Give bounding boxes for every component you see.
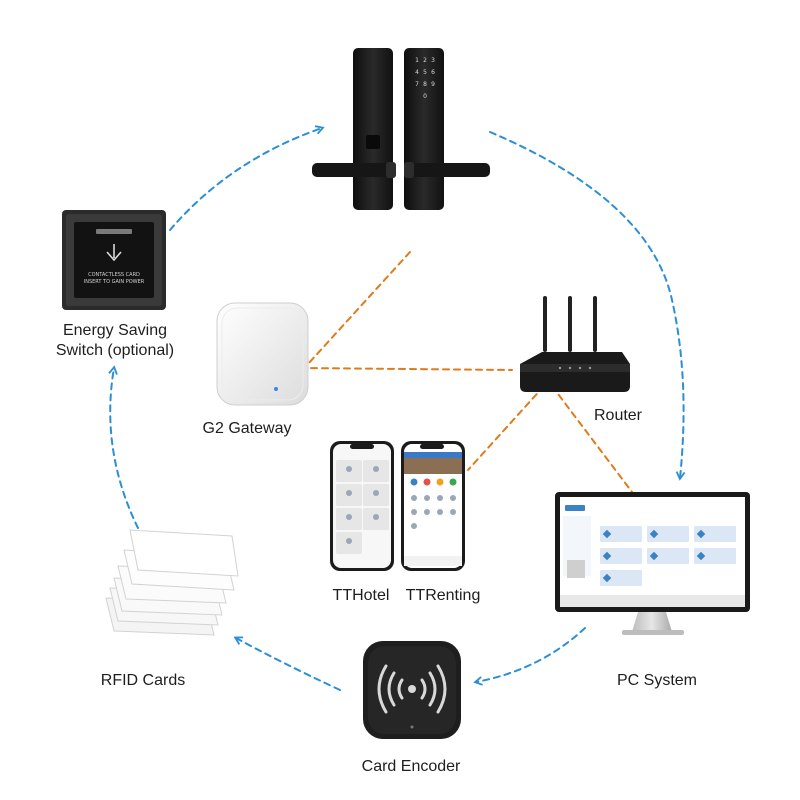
link-router-phones	[467, 385, 545, 471]
arrow-cards-to-switch	[108, 365, 139, 529]
label-card-encoder: Card Encoder	[361, 758, 461, 775]
rfid-cards-icon	[105, 529, 239, 636]
svg-text:0: 0	[423, 93, 427, 100]
arrow-switch-to-lock	[169, 125, 325, 231]
svg-text:7: 7	[415, 81, 419, 88]
link-router-pc	[551, 385, 633, 493]
energy-switch-icon: CONTACTLESS CARD INSERT TO GAIN POWER	[62, 210, 166, 310]
switch-text-line2: INSERT TO GAIN POWER	[84, 279, 145, 285]
switch-text-line1: CONTACTLESS CARD	[88, 272, 140, 278]
label-rfid-cards: RFID Cards	[100, 672, 186, 689]
gateway-icon	[216, 302, 309, 406]
link-lock-gateway	[307, 251, 411, 365]
svg-text:3: 3	[431, 57, 435, 64]
label-gateway: G2 Gateway	[202, 420, 292, 437]
arrow-encoder-to-cards	[233, 636, 341, 691]
arrow-pc-to-encoder	[473, 627, 586, 686]
label-tthotel: TTHotel	[332, 587, 390, 604]
svg-text:2: 2	[423, 57, 427, 64]
phone-icon	[401, 441, 465, 571]
svg-text:5: 5	[423, 69, 427, 76]
svg-text:6: 6	[431, 69, 435, 76]
arrow-lock-to-pc	[489, 131, 686, 481]
phone-icon	[330, 441, 394, 571]
network-links	[299, 251, 633, 493]
svg-text:9: 9	[431, 81, 435, 88]
label-ttrenting: TTRenting	[405, 587, 481, 604]
pc-monitor-icon	[555, 492, 750, 635]
link-gateway-router	[299, 367, 513, 371]
svg-text:4: 4	[415, 69, 419, 76]
svg-text:1: 1	[415, 57, 419, 64]
label-energy-switch-line2: Switch (optional)	[55, 342, 175, 359]
label-energy-switch-line1: Energy Saving	[62, 322, 168, 339]
svg-text:8: 8	[423, 81, 427, 88]
card-encoder-icon	[363, 641, 461, 739]
label-pc-system: PC System	[616, 672, 697, 689]
router-icon	[520, 296, 630, 392]
cycle-arrows	[108, 125, 686, 691]
label-router: Router	[593, 407, 643, 424]
